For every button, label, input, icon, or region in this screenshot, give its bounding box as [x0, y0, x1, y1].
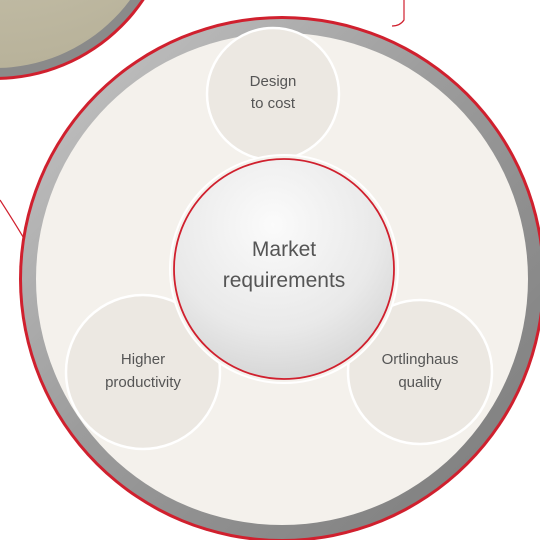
- node-label-line: to cost: [251, 95, 296, 112]
- node-label-line: quality: [398, 374, 442, 391]
- connector-line-top: [391, 0, 405, 27]
- center-label-line: Market: [252, 238, 316, 261]
- node-ortlinghaus-quality: Ortlinghaus quality: [346, 298, 494, 446]
- node-label-line: Ortlinghaus: [382, 351, 459, 368]
- top-left-partial-circle: [0, 0, 145, 80]
- node-label-line: Design: [250, 73, 297, 90]
- node-higher-productivity: Higher productivity: [64, 293, 222, 451]
- center-node-market-requirements: Market requirements: [169, 154, 399, 384]
- node-label-line: productivity: [105, 374, 181, 391]
- center-label-line: requirements: [223, 269, 346, 292]
- node-design-to-cost: Design to cost: [205, 26, 341, 162]
- connector-line-left: [0, 199, 27, 243]
- node-label-line: Higher: [121, 351, 165, 368]
